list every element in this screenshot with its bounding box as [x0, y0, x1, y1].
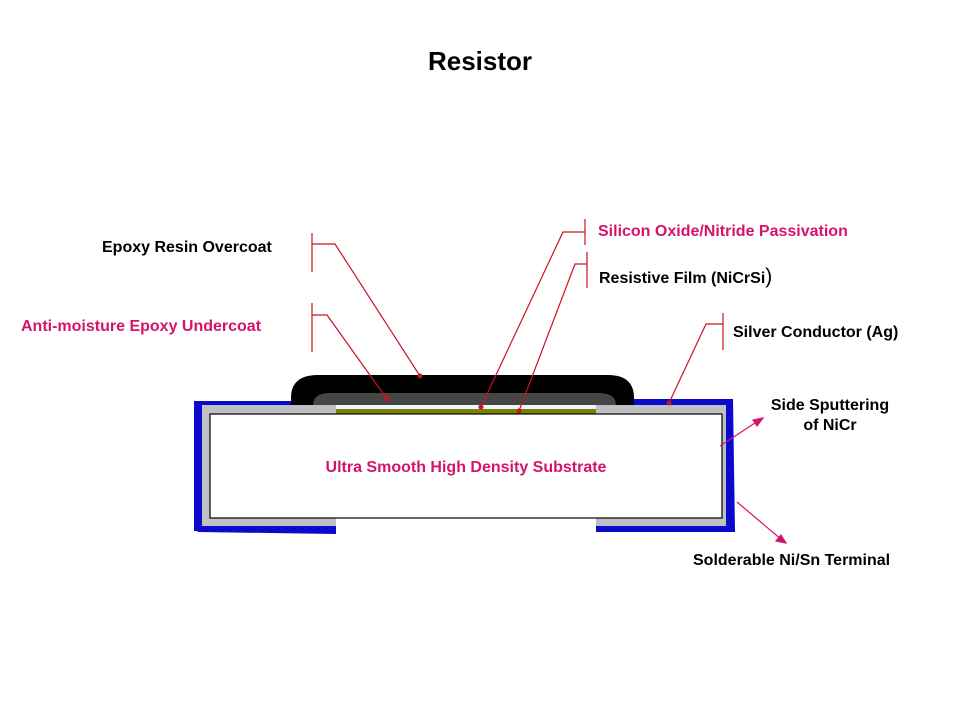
label-side-sputtering-line2: of NiCr [803, 417, 857, 434]
label-silver-conductor: Silver Conductor (Ag) [733, 324, 899, 341]
label-resistive-film-paren: ) [765, 265, 773, 288]
label-resistive-film-text: Resistive Film (NiCrSi [599, 270, 766, 287]
label-side-sputtering: Side Sputtering of NiCr [730, 396, 930, 436]
diagram-title: Resistor [427, 46, 533, 76]
label-epoxy-resin-overcoat: Epoxy Resin Overcoat [102, 239, 272, 256]
leader-dots [384, 373, 672, 414]
label-substrate: Ultra Smooth High Density Substrate [325, 459, 607, 476]
label-side-sputtering-line1: Side Sputtering [770, 397, 890, 414]
terminal-arrowhead [774, 533, 788, 544]
side-sputtering-arrow [719, 420, 759, 447]
label-resistive-film: Resistive Film (NiCrSi) [599, 265, 772, 289]
substrate [209, 413, 723, 519]
label-anti-moisture-undercoat: Anti-moisture Epoxy Undercoat [21, 318, 262, 335]
side-sputtering-arrowhead [752, 417, 765, 428]
resistive-film-layer [336, 409, 596, 414]
label-terminal: Solderable Ni/Sn Terminal [693, 552, 891, 569]
passivation-layer [336, 405, 596, 409]
terminal-arrow [736, 501, 783, 541]
leader-lines [311, 219, 724, 412]
label-passivation: Silicon Oxide/Nitride Passivation [598, 223, 848, 240]
